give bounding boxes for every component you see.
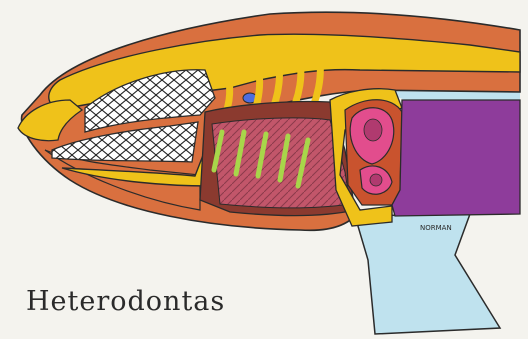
species-caption: Heterodontas: [26, 286, 225, 317]
ventral-fin: [355, 214, 500, 334]
viscera: [392, 100, 520, 216]
artist-signature: NORMAN: [420, 224, 452, 232]
